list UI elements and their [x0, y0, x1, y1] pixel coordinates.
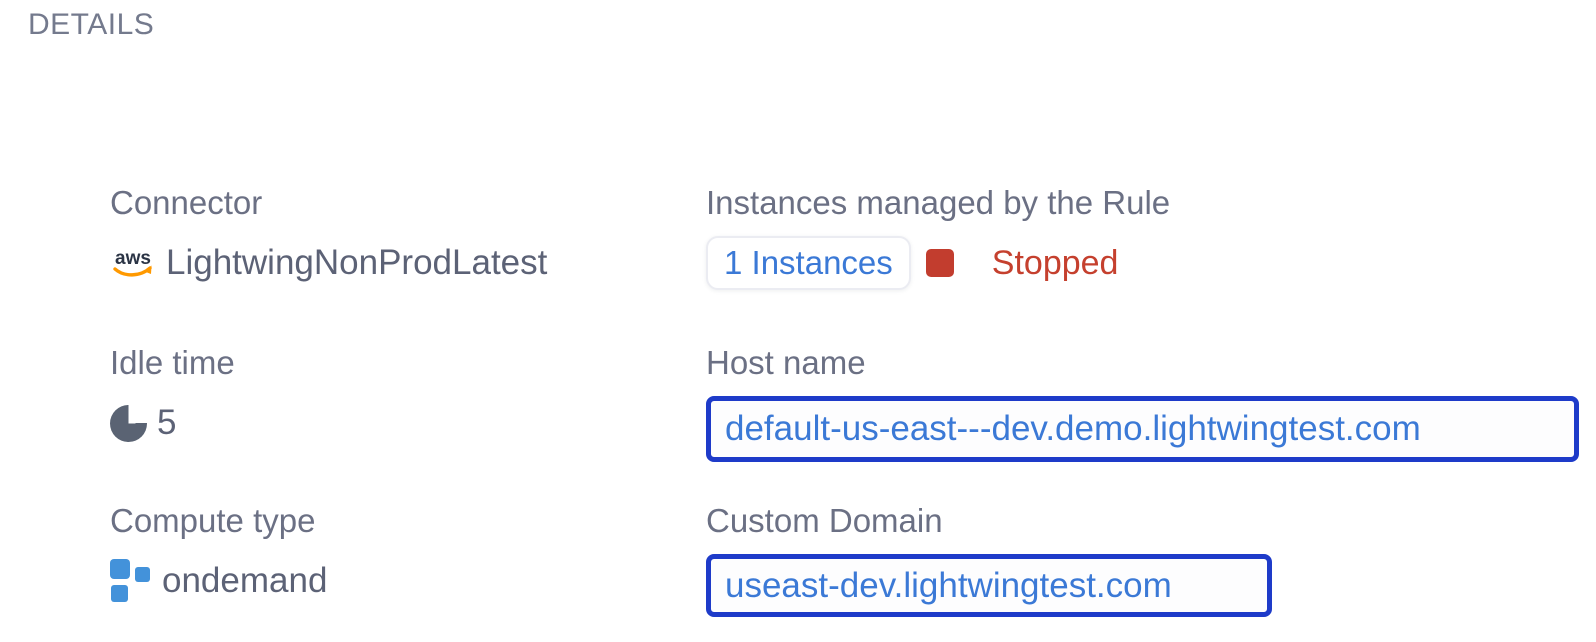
idle-time-label: Idle time [110, 344, 235, 381]
host-name-label: Host name [706, 344, 866, 381]
field-custom-domain: Custom Domain useast-dev.lightwingtest.c… [706, 500, 1272, 617]
instances-value-row: 1 Instances Stopped [706, 236, 1170, 290]
field-instances: Instances managed by the Rule 1 Instance… [706, 182, 1170, 290]
custom-domain-link[interactable]: useast-dev.lightwingtest.com [706, 554, 1272, 617]
field-idle-time: Idle time 5 [110, 342, 235, 450]
custom-domain-label: Custom Domain [706, 502, 943, 539]
compute-squares-icon [110, 559, 152, 603]
idle-time-value-row: 5 [110, 396, 235, 450]
host-name-link[interactable]: default-us-east---dev.demo.lightwingtest… [706, 396, 1579, 462]
compute-type-value: ondemand [162, 561, 328, 600]
stopped-status-icon [925, 249, 954, 277]
instances-label: Instances managed by the Rule [706, 184, 1171, 221]
idle-time-value: 5 [157, 403, 177, 442]
field-compute-type: Compute type ondemand [110, 500, 327, 608]
svg-text:aws: aws [115, 248, 151, 269]
status-text: Stopped [991, 243, 1119, 282]
instances-count-link[interactable]: 1 Instances [706, 236, 911, 290]
compute-type-value-row: ondemand [110, 554, 327, 608]
aws-icon: aws [113, 248, 152, 277]
connector-label: Connector [110, 184, 263, 221]
field-connector: Connector aws LightwingNonProdLatest [110, 182, 547, 290]
connector-value: LightwingNonProdLatest [166, 243, 548, 282]
pie-chart-icon [110, 404, 147, 442]
field-host-name: Host name default-us-east---dev.demo.lig… [706, 342, 1579, 462]
panel-title: DETAILS [28, 8, 155, 41]
compute-type-label: Compute type [110, 502, 316, 539]
connector-value-row: aws LightwingNonProdLatest [110, 236, 547, 290]
